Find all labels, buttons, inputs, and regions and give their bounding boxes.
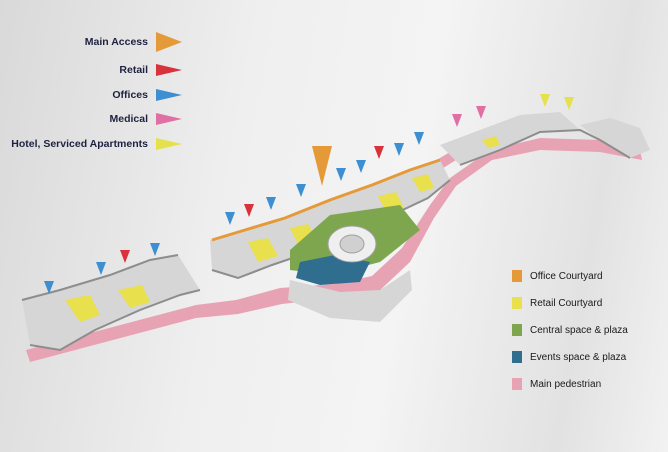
- legend-medical-label: Medical: [109, 113, 148, 125]
- legend-retail-label: Retail: [119, 64, 148, 76]
- legend-hotel-label: Hotel, Serviced Apartments: [11, 138, 148, 150]
- legend-retail-courtyard-label: Retail Courtyard: [530, 297, 603, 309]
- legend-central-plaza: Central space & plaza: [512, 324, 628, 336]
- legend-central-plaza-label: Central space & plaza: [530, 324, 628, 336]
- triangle-arrow-icon: [156, 113, 182, 125]
- east-building-cluster: [440, 112, 650, 166]
- legend-main-access-label: Main Access: [84, 36, 148, 48]
- large-triangle-arrow-icon: [156, 32, 182, 52]
- west-building-cluster: [21, 254, 201, 352]
- legend-main-access: Main Access: [40, 32, 184, 52]
- triangle-arrow-icon: [156, 89, 182, 101]
- main-pedestrian-path: [26, 138, 642, 362]
- triangle-arrow-icon: [156, 64, 182, 76]
- retail-courtyard-swatch: [512, 297, 522, 309]
- south-podium: [288, 270, 412, 322]
- legend-events-plaza: Events space & plaza: [512, 351, 626, 363]
- landmark-building: [327, 225, 377, 263]
- legend-main-pedestrian: Main pedestrian: [512, 378, 601, 390]
- legend-office-courtyard-label: Office Courtyard: [530, 270, 603, 282]
- legend-retail: Retail: [40, 62, 184, 78]
- main-pedestrian-swatch: [512, 378, 522, 390]
- triangle-arrow-icon: [156, 138, 182, 150]
- events-plaza-swatch: [512, 351, 522, 363]
- legend-office-courtyard: Office Courtyard: [512, 270, 603, 282]
- retail-courtyard-west-2: [118, 285, 150, 308]
- central-plaza-swatch: [512, 324, 522, 336]
- legend-events-plaza-label: Events space & plaza: [530, 351, 627, 363]
- retail-courtyard-west-1: [65, 295, 100, 322]
- events-plaza: [296, 255, 370, 285]
- legend-medical: Medical: [40, 111, 184, 127]
- office-courtyard-swatch: [512, 270, 522, 282]
- site-access-arrows: [44, 94, 574, 294]
- legend-hotel: Hotel, Serviced Apartments: [10, 136, 184, 152]
- legend-offices: Offices: [40, 87, 184, 103]
- legend-main-pedestrian-label: Main pedestrian: [530, 378, 602, 390]
- legend-retail-courtyard: Retail Courtyard: [512, 297, 602, 309]
- legend-offices-label: Offices: [112, 89, 148, 101]
- main-access-arrow: [312, 146, 332, 186]
